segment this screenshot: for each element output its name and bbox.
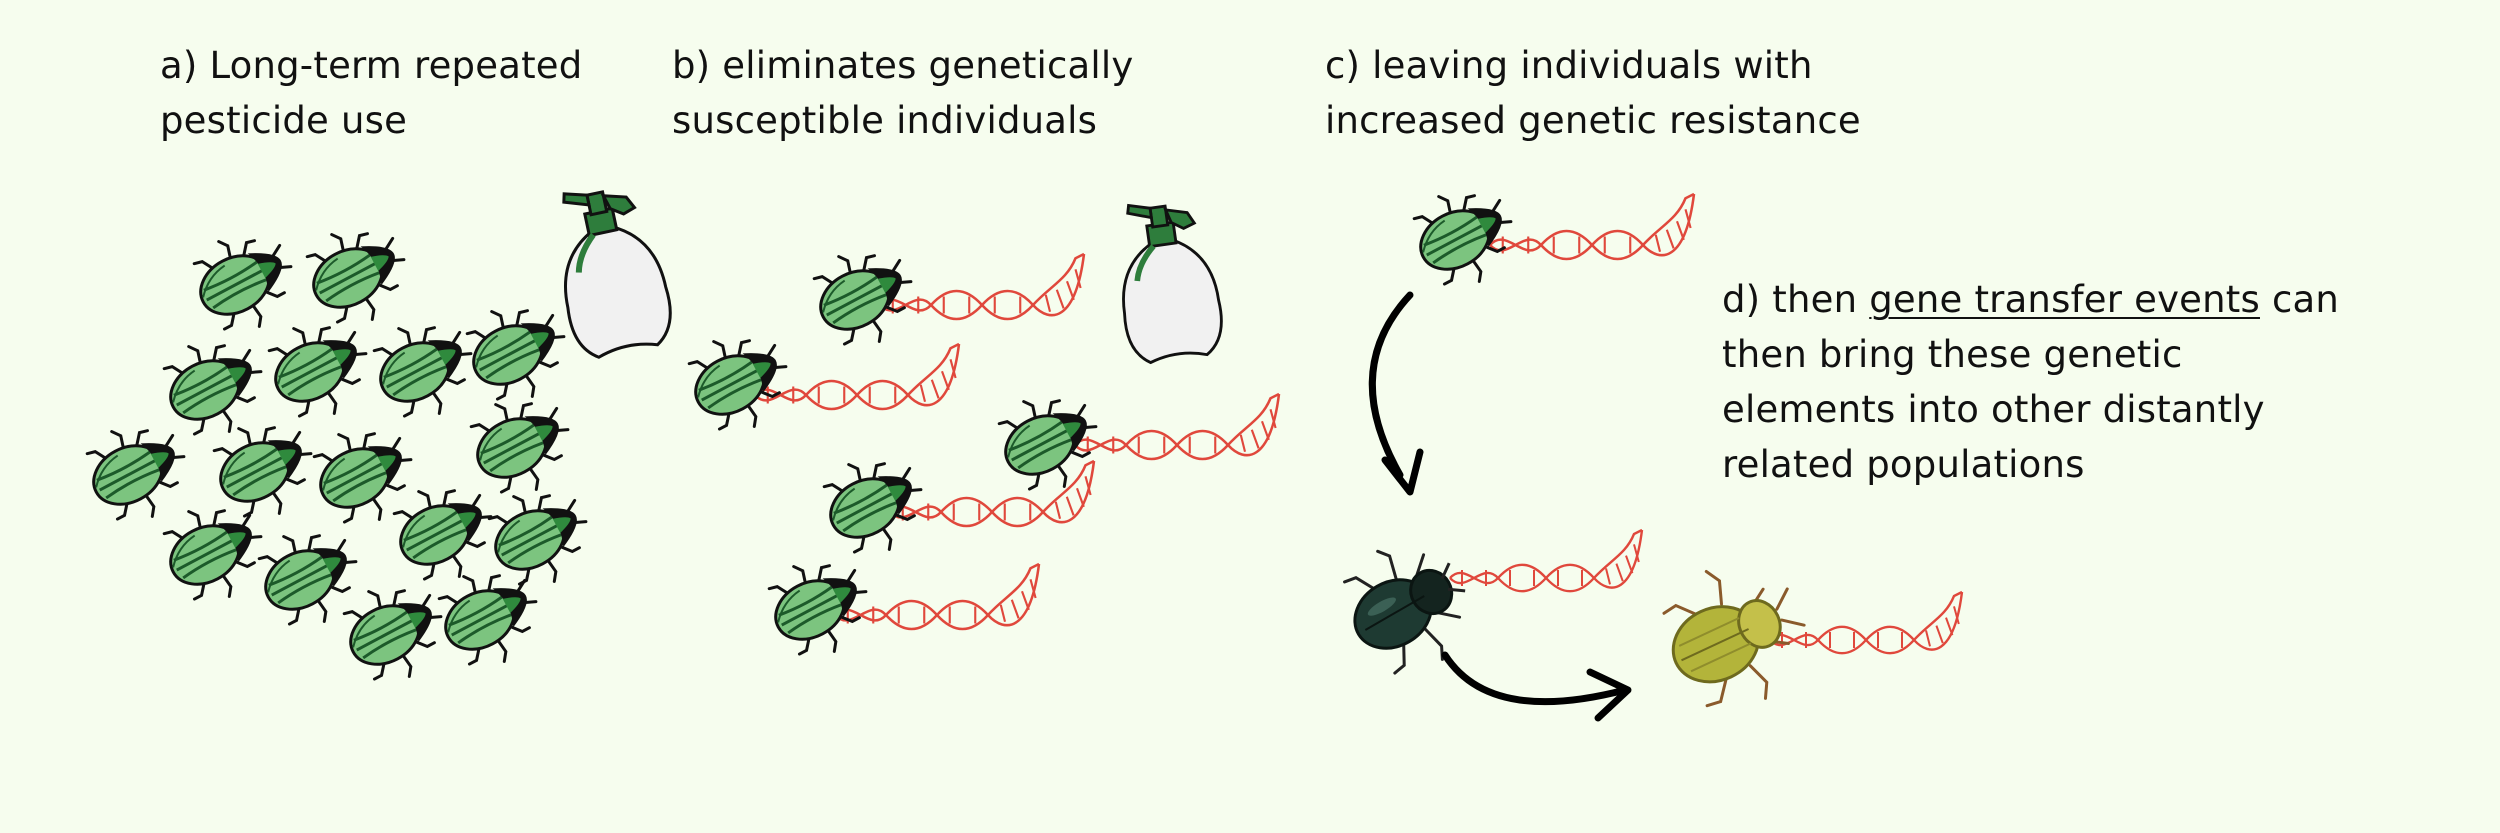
green-beetle-icon	[475, 470, 606, 601]
green-beetle-icon	[255, 302, 386, 433]
green-beetle-icon	[457, 378, 588, 509]
green-beetle-icon	[150, 320, 281, 451]
dna-helix-icon	[1488, 192, 1696, 261]
curved-arrow-right-icon	[1441, 651, 1632, 722]
green-beetle-icon	[453, 285, 584, 416]
caption-d-line2: then bring these genetic	[1722, 333, 2183, 376]
dna-helix-icon	[833, 562, 1041, 631]
green-beetle-icon	[800, 230, 931, 361]
green-beetle-icon	[1400, 170, 1531, 301]
green-beetle-icon	[360, 302, 491, 433]
pesticide-sprayer-icon	[544, 177, 678, 361]
green-beetle-icon	[150, 485, 281, 616]
green-beetle-icon	[180, 215, 311, 346]
green-beetle-icon	[245, 510, 376, 641]
caption-b: b) eliminates genetically susceptible in…	[672, 38, 1133, 148]
green-beetle-icon	[755, 540, 886, 671]
caption-c: c) leaving individuals with increased ge…	[1325, 38, 1861, 148]
gene-transfer-underlined: gene transfer events	[1869, 278, 2260, 321]
caption-d-post: can	[2259, 278, 2340, 321]
caption-b-line2: susceptible individuals	[672, 99, 1098, 142]
yellow-beetle-icon	[1662, 569, 1806, 708]
green-beetle-icon	[810, 438, 941, 569]
caption-c-line2: increased genetic resistance	[1325, 99, 1861, 142]
pesticide-sprayer-icon	[1109, 195, 1226, 365]
green-beetle-icon	[293, 208, 424, 339]
caption-a: a) Long-term repeated pesticide use	[160, 38, 582, 148]
caption-c-line1: c) leaving individuals with	[1325, 44, 1813, 87]
green-beetle-icon	[425, 550, 556, 681]
curved-arrow-down-icon	[1368, 291, 1424, 496]
dna-helix-icon	[753, 342, 961, 411]
caption-d-line4: related populations	[1722, 443, 2085, 486]
caption-d-pre: d) then	[1722, 278, 1870, 321]
caption-b-line1: b) eliminates genetically	[672, 44, 1134, 87]
dna-helix-icon	[1073, 392, 1281, 461]
green-beetle-icon	[330, 565, 461, 696]
green-beetle-icon	[675, 315, 806, 446]
dna-helix-icon	[1448, 528, 1644, 593]
caption-d-line3: elements into other distantly	[1722, 388, 2265, 431]
beetle-swarm	[73, 208, 606, 696]
caption-a-line2: pesticide use	[160, 99, 408, 142]
caption-d-line1: d) then gene transfer events can	[1722, 272, 2339, 327]
caption-a-line1: a) Long-term repeated	[160, 44, 583, 87]
caption-d: d) then gene transfer events can then br…	[1722, 272, 2339, 492]
green-beetle-icon	[300, 408, 431, 539]
dark-beetle-icon	[1343, 549, 1466, 675]
dna-helix-icon	[878, 252, 1086, 321]
green-beetle-icon	[73, 405, 204, 536]
